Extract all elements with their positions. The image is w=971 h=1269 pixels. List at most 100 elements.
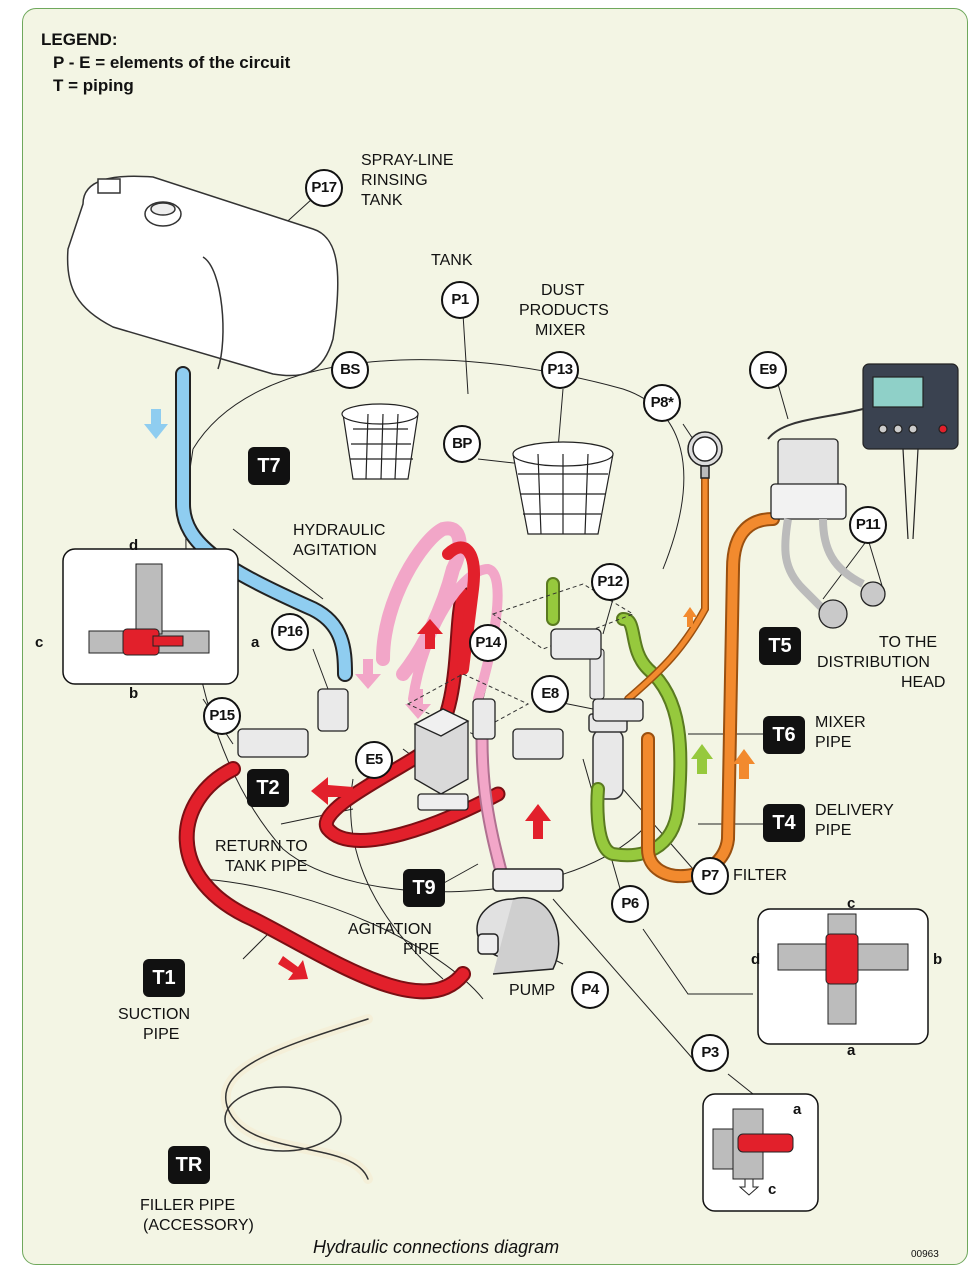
label-accessory: (ACCESSORY) (143, 1217, 254, 1234)
label-mixer-pipe-2: PIPE (815, 734, 852, 751)
pipe-t2: T2 (247, 769, 289, 807)
t7-rinse-pipe (177, 368, 351, 680)
label-mixer-pipe-1: MIXER (815, 714, 866, 731)
element-p15: P15 (203, 697, 241, 735)
p3-detail-box (702, 1093, 819, 1212)
p6-fitting (512, 728, 564, 760)
pump (476, 868, 564, 975)
element-p17: P17 (305, 169, 343, 207)
p6-port-c: c (847, 895, 856, 912)
p15-detail-box (62, 548, 239, 685)
label-spray-line: SPRAY-LINE (361, 152, 454, 169)
p6-detail-leader (642, 928, 753, 995)
label-products: PRODUCTS (519, 302, 609, 319)
element-p14: P14 (469, 624, 507, 662)
element-p16: P16 (271, 613, 309, 651)
label-rinsing: RINSING (361, 172, 428, 189)
label-distribution: DISTRIBUTION (817, 654, 930, 671)
p16-leader (312, 648, 329, 690)
element-bp: BP (443, 425, 481, 463)
label-suction: SUCTION (118, 1006, 190, 1023)
control-panel (767, 363, 959, 540)
pipe-tr: TR (168, 1146, 210, 1184)
element-p8: P8* (643, 384, 681, 422)
element-p1: P1 (441, 281, 479, 319)
t6-mixer-pipe (592, 614, 686, 861)
p15-port-d: d (129, 537, 139, 554)
p13-leader (557, 388, 564, 450)
label-hydraulic: HYDRAULIC (293, 522, 386, 539)
t4-delivery-pipe (643, 514, 778, 882)
element-e8: E8 (531, 675, 569, 713)
p15-port-a: a (251, 634, 260, 651)
label-agitation: AGITATION (293, 542, 377, 559)
p3-detail-leader (727, 1073, 754, 1095)
pipe-t4: T4 (763, 804, 805, 842)
element-e5: E5 (355, 741, 393, 779)
element-bs: BS (331, 351, 369, 389)
label-agitation-pipe-1: AGITATION (348, 921, 432, 938)
element-e9: E9 (749, 351, 787, 389)
pipe-t9: T9 (403, 869, 445, 907)
element-p13: P13 (541, 351, 579, 389)
flow-arrows (144, 409, 755, 980)
label-pump: PUMP (509, 982, 556, 999)
label-rinsing-tank: TANK (361, 192, 403, 209)
p8-gauge-line (625, 476, 708, 702)
label-tank: TANK (431, 252, 473, 269)
p3-leader (552, 898, 694, 1060)
element-p4: P4 (571, 971, 609, 1009)
element-p12: P12 (591, 563, 629, 601)
p16-fitting (317, 688, 349, 732)
p12-fitting (550, 628, 602, 660)
pressure-gauge (687, 431, 723, 479)
diagram-caption: Hydraulic connections diagram (313, 1237, 560, 1257)
t7-leader (232, 528, 324, 600)
element-p7: P7 (691, 857, 729, 895)
electro-valve-e5 (413, 708, 470, 811)
p15-port-b: b (129, 685, 139, 702)
diagram-frame: LEGEND: P - E = elements of the circuit … (22, 8, 968, 1265)
legend-title: LEGEND: (41, 30, 118, 49)
agitation-hose-red (442, 541, 480, 675)
p6-port-b: b (933, 951, 943, 968)
p12-leader (602, 598, 614, 635)
p3-port-a: a (793, 1101, 802, 1118)
rinsing-tank-drawing (66, 175, 339, 377)
label-delivery: DELIVERY (815, 802, 894, 819)
t1-suction-pipe (180, 763, 469, 998)
label-filter: FILTER (733, 867, 787, 884)
label-suction-pipe: PIPE (143, 1026, 180, 1043)
legend-line-elements: P - E = elements of the circuit (53, 53, 291, 72)
p6-detail-box (757, 908, 929, 1045)
p1-leader (462, 313, 469, 395)
label-filler-pipe: FILLER PIPE (140, 1197, 236, 1214)
pipe-t6: T6 (763, 716, 805, 754)
basket-bp (512, 441, 614, 535)
pipe-t5: T5 (759, 627, 801, 665)
p3-port-c: c (768, 1181, 777, 1198)
element-p11: P11 (849, 506, 887, 544)
element-p6: P6 (611, 885, 649, 923)
basket-bs (341, 403, 419, 480)
filler-pipe-coil (220, 1014, 373, 1184)
p14-fitting (472, 698, 496, 740)
label-mixer: MIXER (535, 322, 586, 339)
label-agitation-pipe-2: PIPE (403, 941, 440, 958)
label-dust: DUST (541, 282, 585, 299)
p15-port-c: c (35, 634, 44, 651)
label-return-to: RETURN TO (215, 838, 308, 855)
t2-return-pipe (321, 588, 504, 846)
label-to-the: TO THE (879, 634, 938, 651)
mixer-plate (491, 583, 635, 650)
p6-port-d: d (751, 951, 761, 968)
pipe-t7: T7 (248, 447, 290, 485)
p7-leader (622, 788, 694, 870)
fittings (237, 628, 644, 760)
distribution-head (770, 438, 886, 629)
pipe-t1: T1 (143, 959, 185, 997)
e8-fitting (592, 698, 644, 722)
p6-port-a: a (847, 1042, 856, 1059)
label-head: HEAD (901, 674, 946, 691)
label-delivery-pipe: PIPE (815, 822, 852, 839)
